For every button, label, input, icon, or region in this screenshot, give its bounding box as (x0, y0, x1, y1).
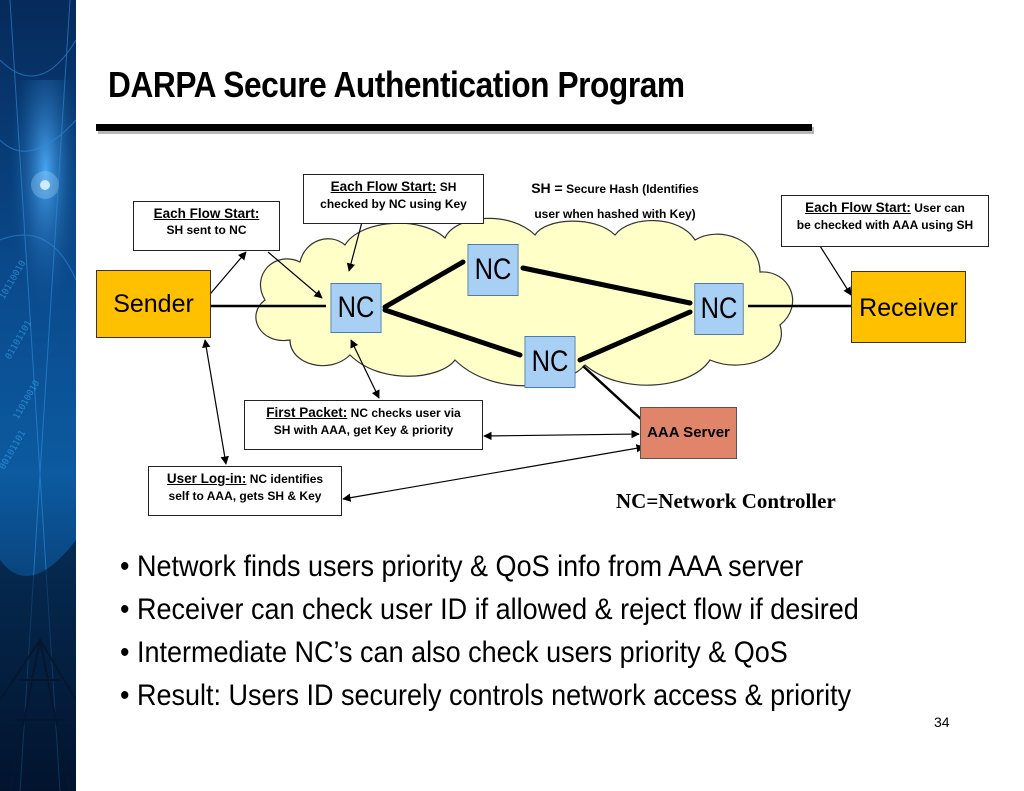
receiver-node: Receiver (851, 271, 966, 343)
callout-flow-start-sender: Each Flow Start: SH sent to NC (133, 201, 280, 251)
callout-flow-start-nc: Each Flow Start: SH checked by NC using … (303, 174, 484, 224)
bullet-item: • Result: Users ID securely controls net… (120, 679, 852, 712)
bullet-item: • Network finds users priority & QoS inf… (120, 550, 804, 583)
bullet-item: • Intermediate NC’s can also check users… (120, 636, 788, 669)
nc-node-left: NC (330, 283, 382, 333)
nc-node-top: NC (467, 244, 519, 296)
slide-title: DARPA Secure Authentication Program (108, 64, 685, 105)
callout-body: SH (436, 180, 457, 194)
callout-arrows (202, 221, 852, 502)
callout-body: SH with AAA, get Key & priority (273, 423, 454, 437)
nc-node-right: NC (694, 283, 744, 335)
callout-heading: Each Flow Start: (805, 200, 911, 215)
nc-definition: NC=Network Controller (616, 489, 836, 513)
callout-heading: User Log-in: (166, 471, 247, 486)
callout-user-login: User Log-in: NC identifies self to AAA, … (148, 466, 342, 516)
callout-body: be checked with AAA using SH (796, 218, 974, 232)
page-number: 34 (934, 714, 950, 730)
callout-heading: First Packet: (266, 405, 348, 420)
bullet-item: • Receiver can check user ID if allowed … (120, 593, 859, 626)
callout-first-packet: First Packet: NC checks user via SH with… (244, 400, 483, 450)
callout-body: NC identifies (246, 472, 324, 486)
sh-definition-line-2: user when hashed with Key) (534, 207, 696, 221)
globe-network-graphic: 10110010 01101101 11010010 00101101 (0, 0, 76, 791)
nc-aaa-link (582, 365, 643, 421)
callout-heading: Each Flow Start: (153, 206, 260, 221)
callout-body: self to AAA, gets SH & Key (168, 489, 322, 503)
callout-body: NC checks user via (347, 406, 461, 420)
nc-links (382, 259, 693, 363)
sh-definition-line-1: Secure Hash (Identifies (562, 182, 699, 196)
sh-label: SH = (531, 180, 563, 196)
nc-node-bottom: NC (524, 336, 576, 388)
callout-body: SH sent to NC (166, 223, 247, 237)
callout-flow-start-receiver: Each Flow Start: User can be checked wit… (781, 195, 989, 247)
title-underline (96, 124, 812, 131)
sh-definition-note: SH = Secure Hash (Identifies user when h… (510, 176, 720, 227)
callout-heading: Each Flow Start: (330, 179, 437, 194)
callout-body: checked by NC using Key (320, 197, 467, 211)
decorative-sidebar: 10110010 01101101 11010010 00101101 (0, 0, 76, 791)
callout-body: User can (910, 201, 965, 215)
bullet-list: • Network finds users priority & QoS inf… (120, 545, 941, 717)
aaa-server-node: AAA Server (640, 407, 737, 459)
sender-node: Sender (96, 270, 211, 338)
